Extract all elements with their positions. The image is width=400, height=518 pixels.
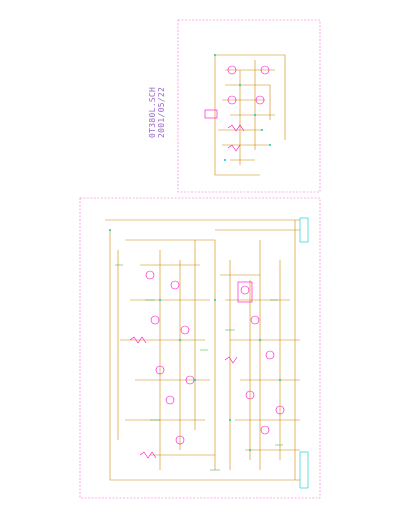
title-block: 0T380L.SCH 2001/05/22 bbox=[140, 58, 180, 138]
schematic-file-name: 0T380L.SCH bbox=[148, 86, 157, 138]
upper-sheet-border bbox=[177, 19, 321, 193]
upper-circuit bbox=[204, 54, 286, 176]
lower-sheet-border bbox=[79, 197, 321, 499]
schematic-date: 2001/05/22 bbox=[157, 86, 166, 138]
main-circuit bbox=[105, 217, 309, 489]
